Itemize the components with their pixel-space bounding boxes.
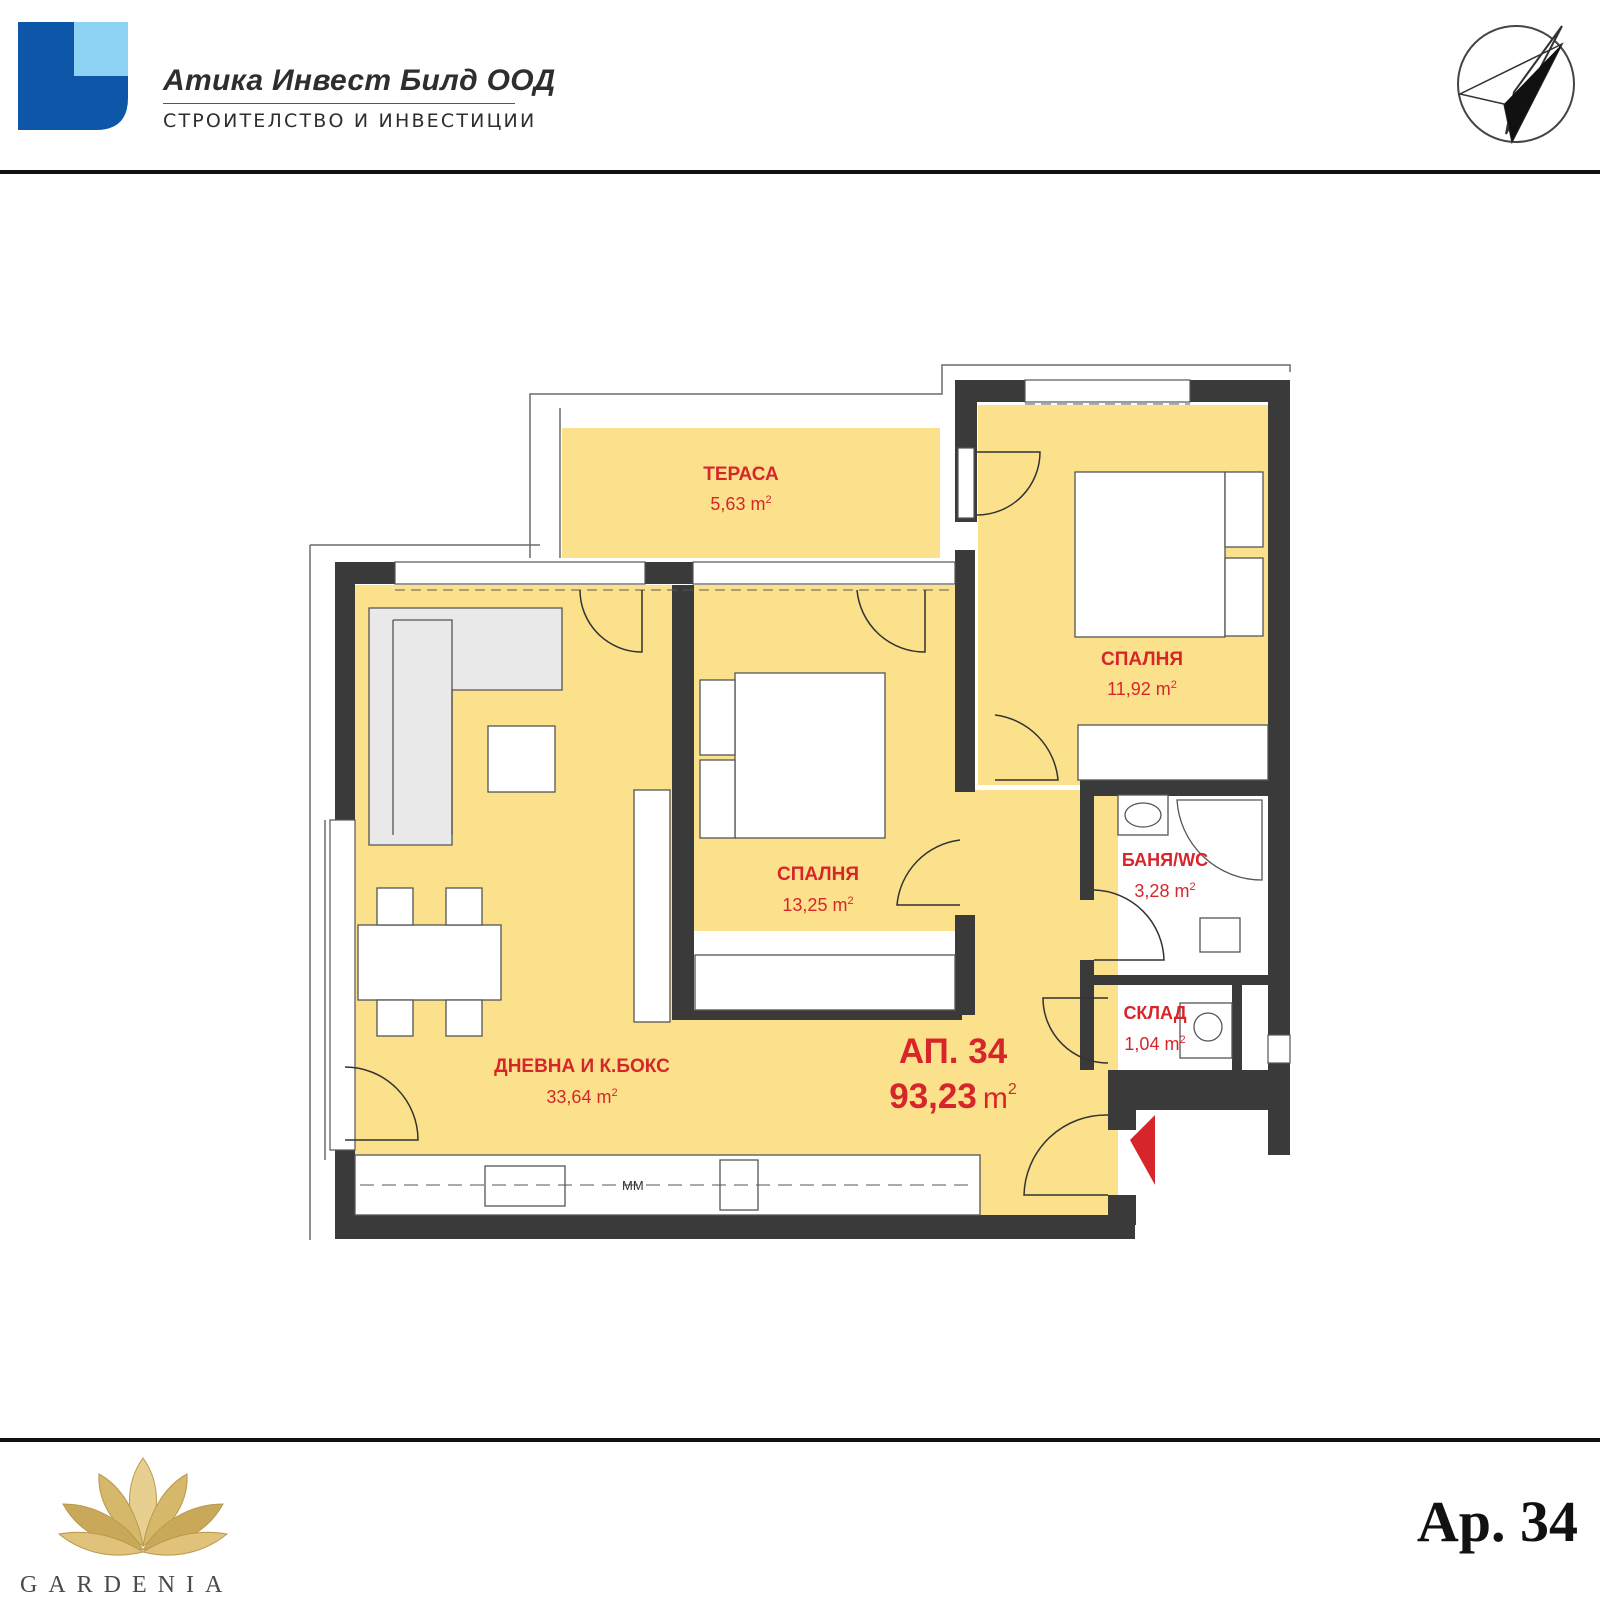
door-swing (856, 589, 926, 653)
room-name: СПАЛНЯ (777, 864, 859, 885)
window (1267, 1034, 1291, 1064)
chair (445, 887, 483, 926)
room-name: ТЕРАСА (703, 464, 779, 485)
company-name: Атика Инвест Билд ООД (163, 64, 556, 97)
wall (955, 380, 1025, 402)
nightstand (699, 759, 736, 839)
wall (672, 1010, 962, 1020)
furniture (354, 471, 1269, 1216)
room-area: 13,25 m2 (782, 895, 853, 915)
room-name: БАНЯ/WC (1122, 850, 1208, 870)
lotus-icon (57, 1457, 229, 1556)
chair (376, 887, 414, 926)
window (1024, 379, 1191, 403)
logo-light-shape (74, 22, 128, 76)
window (329, 819, 356, 1151)
shower (1176, 799, 1263, 881)
nightstand (1224, 471, 1264, 548)
door-swing (344, 1066, 419, 1141)
wall (1108, 1195, 1136, 1225)
company-name-underline (163, 103, 515, 104)
entrance-arrow-icon (1130, 1115, 1155, 1185)
north-arrow-icon (1457, 25, 1575, 145)
washing-machine (1193, 1012, 1223, 1042)
door-swing (896, 839, 961, 906)
wall (1080, 960, 1094, 1070)
company-tagline: СТРОИТЕЛСТВО И ИНВЕСТИЦИИ (163, 110, 537, 132)
wall (1080, 975, 1280, 985)
washbasin (1117, 794, 1169, 836)
tv-cabinet (633, 789, 671, 1023)
wall (645, 562, 693, 584)
wall (335, 1215, 1135, 1239)
room-name: ДНЕВНА И К.БОКС (494, 1056, 670, 1077)
door-swing (579, 589, 643, 653)
room-area: 5,63 m2 (710, 494, 771, 514)
window (394, 561, 646, 585)
doors (344, 451, 1165, 1196)
wall (672, 585, 694, 1020)
footer-divider (0, 1438, 1600, 1442)
room-area: 3,28 m2 (1134, 881, 1195, 901)
wall (1108, 1070, 1268, 1110)
wall (1080, 780, 1290, 796)
bed (1074, 471, 1226, 638)
apartment-label: АП. 34 (899, 1032, 1008, 1071)
window-lines (395, 403, 1190, 591)
room-label-bedroom-north: СПАЛНЯ 11,92 m2 (1101, 649, 1183, 699)
door-swing (1042, 997, 1109, 1064)
room-label-bedroom-middle: СПАЛНЯ 13,25 m2 (777, 864, 859, 915)
window (957, 447, 975, 519)
page-header: Атика Инвест Билд ООД СТРОИТЕЛСТВО И ИНВ… (0, 0, 1600, 172)
logo-dark-shape (18, 22, 128, 130)
wall (955, 915, 975, 1015)
window (692, 561, 956, 585)
wall (955, 550, 975, 792)
room-area: 33,64 m2 (546, 1087, 617, 1107)
wall (1108, 1110, 1136, 1130)
wall (1232, 985, 1242, 1075)
wall (1268, 380, 1290, 780)
wall (1190, 380, 1290, 402)
windows (329, 379, 1291, 1151)
bed (734, 672, 886, 839)
wall (1080, 780, 1094, 900)
chair (445, 999, 483, 1037)
nightstand (699, 679, 736, 756)
sink (484, 1165, 566, 1207)
chair (376, 999, 414, 1037)
dining-table (357, 924, 502, 1001)
coffee-table (487, 725, 556, 793)
wardrobe (694, 954, 956, 1011)
company-logo-icon (18, 22, 128, 130)
door-swing (994, 714, 1059, 781)
room-name: СПАЛНЯ (1101, 649, 1183, 670)
room-label-storage: СКЛАД 1,04 m2 (1123, 1003, 1186, 1054)
kitchen-appliance-label: MM (622, 1178, 644, 1193)
toilet (1199, 917, 1241, 953)
terrace-floor (562, 428, 940, 558)
room-area: 11,92 m2 (1107, 679, 1177, 699)
terrace-outline (309, 364, 1291, 1240)
wall (335, 562, 395, 584)
brand-name: GARDENIA (20, 1572, 234, 1598)
room-area: 1,04 m2 (1124, 1034, 1185, 1054)
room-label-bathroom: БАНЯ/WC 3,28 m2 (1122, 850, 1208, 901)
room-name: СКЛАД (1123, 1003, 1186, 1023)
floor-plan: MM ТЕРАСА 5,63 m2 СПАЛНЯ 11,92 m2 СПАЛНЯ… (309, 364, 1291, 1240)
door-swing (1093, 889, 1165, 961)
header-divider (0, 170, 1600, 174)
door-swing (976, 451, 1041, 516)
hall-center-floor (960, 790, 1118, 1020)
room-label-living: ДНЕВНА И К.БОКС 33,64 m2 (494, 1056, 670, 1107)
room-label-terrace: ТЕРАСА 5,63 m2 (703, 464, 779, 514)
wall (1268, 780, 1290, 1155)
apartment-code: Ap. 34 (1416, 1489, 1578, 1554)
nightstand (1224, 557, 1264, 637)
wardrobe (1077, 724, 1269, 781)
door-swing (1023, 1114, 1109, 1196)
